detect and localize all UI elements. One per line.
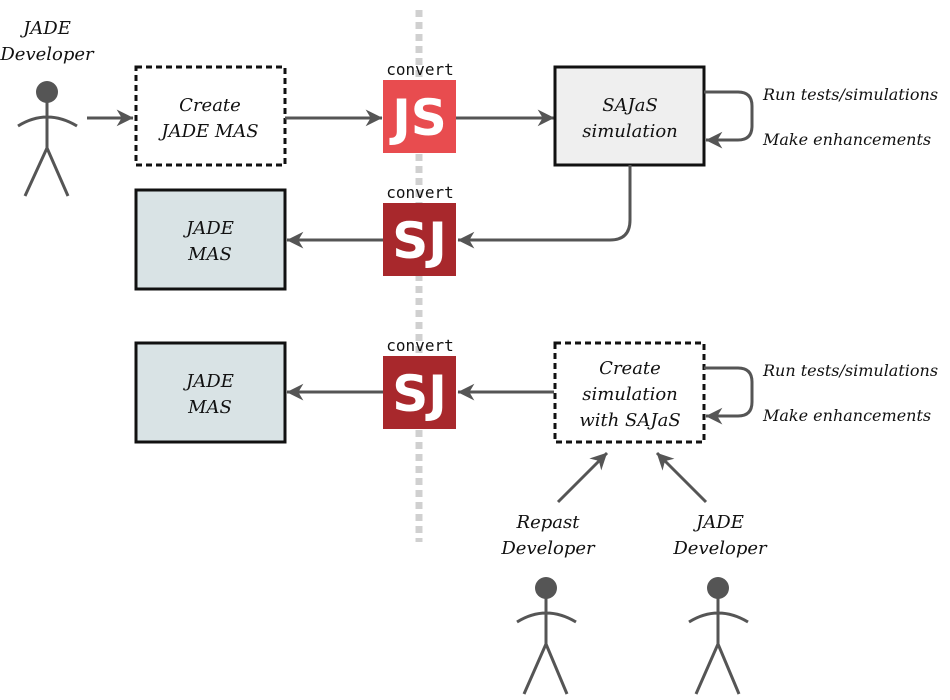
svg-text:JADE: JADE — [182, 371, 234, 392]
svg-text:Developer: Developer — [500, 538, 596, 559]
stick-figure-icon — [688, 577, 749, 695]
svg-text:simulation: simulation — [582, 384, 678, 405]
svg-text:Create: Create — [179, 95, 241, 116]
svg-text:Developer: Developer — [672, 538, 768, 559]
box-create-simulation: Create simulation with SAJaS — [553, 341, 706, 444]
actor-label: JADE — [19, 18, 71, 39]
loop-label: Run tests/simulations — [762, 361, 938, 380]
svg-text:with SAJaS: with SAJaS — [579, 410, 680, 431]
loop-label: Make enhancements — [762, 406, 931, 425]
svg-text:Create: Create — [599, 358, 661, 379]
converter-sj: convert SJ — [383, 336, 456, 429]
svg-text:SAJaS: SAJaS — [602, 95, 658, 116]
svg-text:convert: convert — [386, 60, 453, 79]
svg-text:convert: convert — [386, 336, 453, 355]
actor-label: Developer — [0, 44, 95, 65]
actor-jade-developer: JADE Developer — [0, 18, 95, 197]
svg-text:Repast: Repast — [516, 512, 581, 533]
arrow — [556, 451, 609, 504]
arrow — [457, 165, 632, 249]
converter-js: convert JS — [383, 60, 456, 153]
svg-text:SJ: SJ — [392, 365, 447, 423]
svg-text:JS: JS — [389, 89, 447, 147]
svg-text:JADE: JADE — [692, 512, 744, 533]
actor-repast-developer: Repast Developer — [500, 512, 596, 695]
loop-arrow — [704, 366, 754, 425]
box-jade-mas: JADE MAS — [134, 341, 287, 444]
svg-text:JADE MAS: JADE MAS — [157, 121, 258, 142]
arrow — [655, 451, 708, 504]
box-create-jade-mas: Create JADE MAS — [134, 65, 287, 167]
svg-text:SJ: SJ — [392, 212, 447, 270]
stick-figure-icon — [17, 81, 78, 197]
svg-text:MAS: MAS — [187, 244, 232, 265]
box-sajas-simulation: SAJaS simulation — [553, 65, 706, 167]
svg-text:convert: convert — [386, 183, 453, 202]
box-jade-mas: JADE MAS — [134, 188, 287, 291]
loop-arrow — [704, 90, 754, 149]
loop-label: Make enhancements — [762, 130, 931, 149]
stick-figure-icon — [516, 577, 577, 695]
actor-jade-developer: JADE Developer — [672, 512, 768, 695]
svg-text:JADE: JADE — [182, 218, 234, 239]
svg-text:simulation: simulation — [582, 121, 678, 142]
svg-text:MAS: MAS — [187, 397, 232, 418]
loop-label: Run tests/simulations — [762, 85, 938, 104]
converter-sj: convert SJ — [383, 183, 456, 276]
